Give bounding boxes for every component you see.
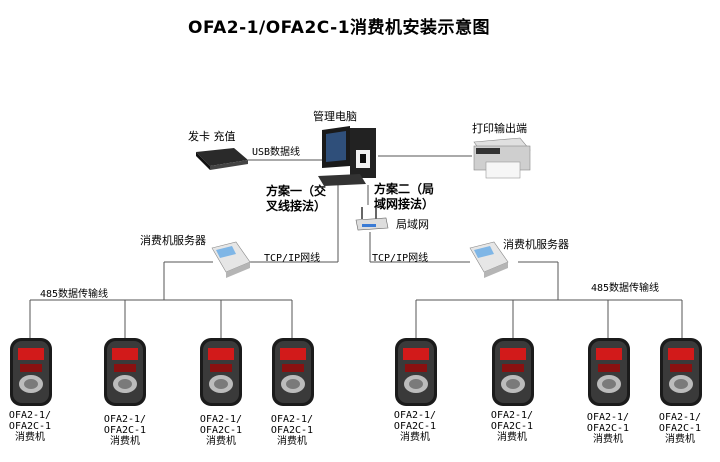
consumption-terminal-icon [492, 338, 534, 406]
left-tcp-label: TCP/IP网线 [264, 253, 321, 264]
scheme2-line1: 方案二（局 [374, 182, 435, 196]
scheme1-line2: 叉线接法） [266, 199, 327, 213]
right-server-label: 消费机服务器 [503, 238, 569, 251]
computer-icon [318, 126, 376, 186]
router-label: 局域网 [396, 218, 429, 231]
card-reader-icon [196, 148, 248, 170]
consumption-terminal-icon [272, 338, 314, 406]
consumption-terminal-icon [395, 338, 437, 406]
consumption-terminal-icon [660, 338, 702, 406]
usb-line-label: USB数据线 [252, 147, 301, 158]
right-tcp-label: TCP/IP网线 [372, 253, 429, 264]
right-server-icon [469, 241, 509, 278]
printer-label: 打印输出端 [472, 122, 527, 135]
left-server-label: 消费机服务器 [140, 234, 206, 247]
right-bus-label: 485数据传输线 [591, 283, 660, 294]
printer-icon [473, 137, 531, 179]
consumption-terminal-icon [588, 338, 630, 406]
left-server-icon [211, 241, 251, 278]
diagram-title: OFA2-1/OFA2C-1消费机安装示意图 [188, 18, 491, 38]
card-reader-label: 发卡 充值 [188, 130, 236, 143]
consumption-terminal-icon [104, 338, 146, 406]
consumption-terminal-icon [200, 338, 242, 406]
terminals-group [10, 338, 702, 406]
router-icon [355, 205, 389, 231]
pc-label: 管理电脑 [313, 110, 357, 123]
scheme1-line1: 方案一（交 [266, 184, 327, 198]
left-bus-label: 485数据传输线 [40, 289, 109, 300]
connection-lines [29, 155, 683, 338]
consumption-terminal-icon [10, 338, 52, 406]
scheme2-line2: 域网接法） [374, 197, 435, 211]
